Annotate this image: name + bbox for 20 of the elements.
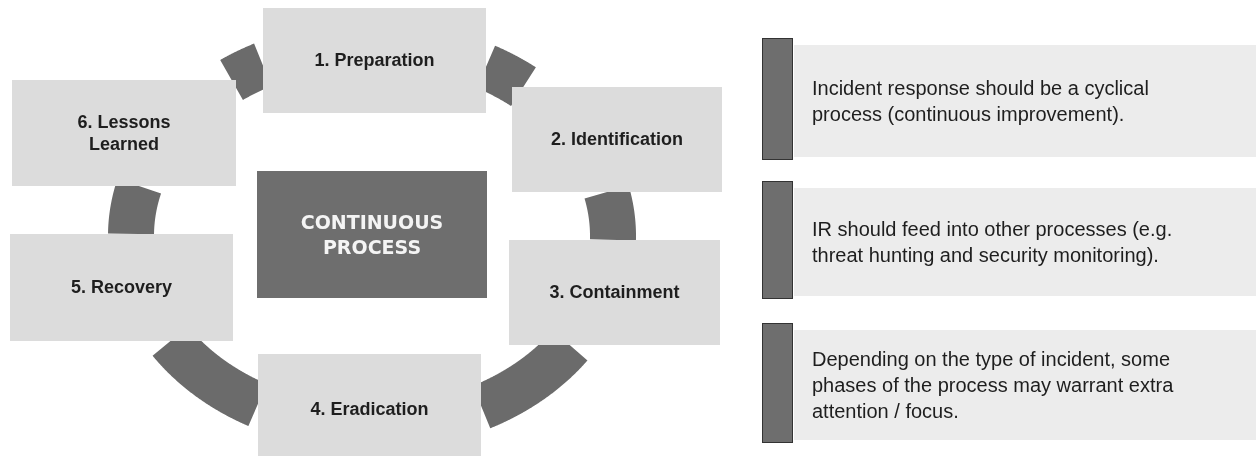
phase-box (258, 354, 481, 456)
note-panel (794, 188, 1256, 296)
note-text: Depending on the type of incident, some phases of the process may warrant extra attention / focus. (812, 347, 1175, 424)
phase-label: 1. Preparation (314, 49, 435, 72)
phase-label: 6. Lessons Learned (76, 110, 172, 156)
phase-label: 5. Recovery (70, 276, 173, 299)
phase-box (12, 80, 236, 186)
phase-box (509, 240, 720, 345)
phase-box (10, 234, 233, 341)
phase-label: 2. Identification (551, 128, 683, 151)
phase-label: 4. Eradication (310, 397, 429, 421)
center-box (257, 171, 487, 298)
center-label: CONTINUOUS PROCESS (299, 209, 445, 260)
phase-box (512, 87, 722, 192)
phase-box (263, 8, 486, 113)
phase-label: 3. Containment (549, 281, 680, 304)
note-panel (794, 330, 1256, 440)
note-panel (794, 45, 1256, 157)
note-text: IR should feed into other processes (e.g. threat hunting and security monitoring). (812, 217, 1174, 268)
note-text: Incident response should be a cyclical process (continuous improvement). (812, 76, 1150, 127)
